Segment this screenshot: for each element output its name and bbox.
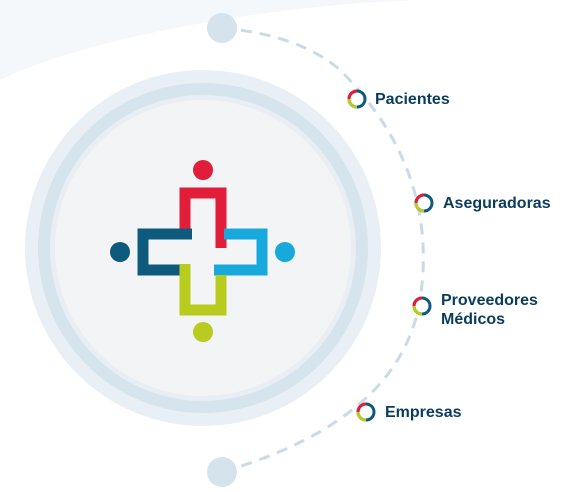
- bottom-node: [207, 457, 237, 487]
- label-aseguradoras: Aseguradoras: [443, 195, 551, 212]
- center-disc: [55, 100, 351, 396]
- label-proveedores-medicos: Proveedores Médicos: [441, 292, 538, 328]
- top-node: [207, 13, 237, 43]
- label-pacientes: Pacientes: [375, 91, 450, 108]
- dashed-connector: [221, 26, 425, 474]
- bullet-icon: [414, 193, 434, 213]
- bullet-icon: [412, 296, 432, 316]
- bullet-icon: [356, 402, 376, 422]
- background-swoosh: [0, 0, 576, 80]
- label-empresas: Empresas: [385, 404, 462, 421]
- bullet-icon: [347, 89, 367, 109]
- medical-cross-people-icon: [110, 160, 295, 342]
